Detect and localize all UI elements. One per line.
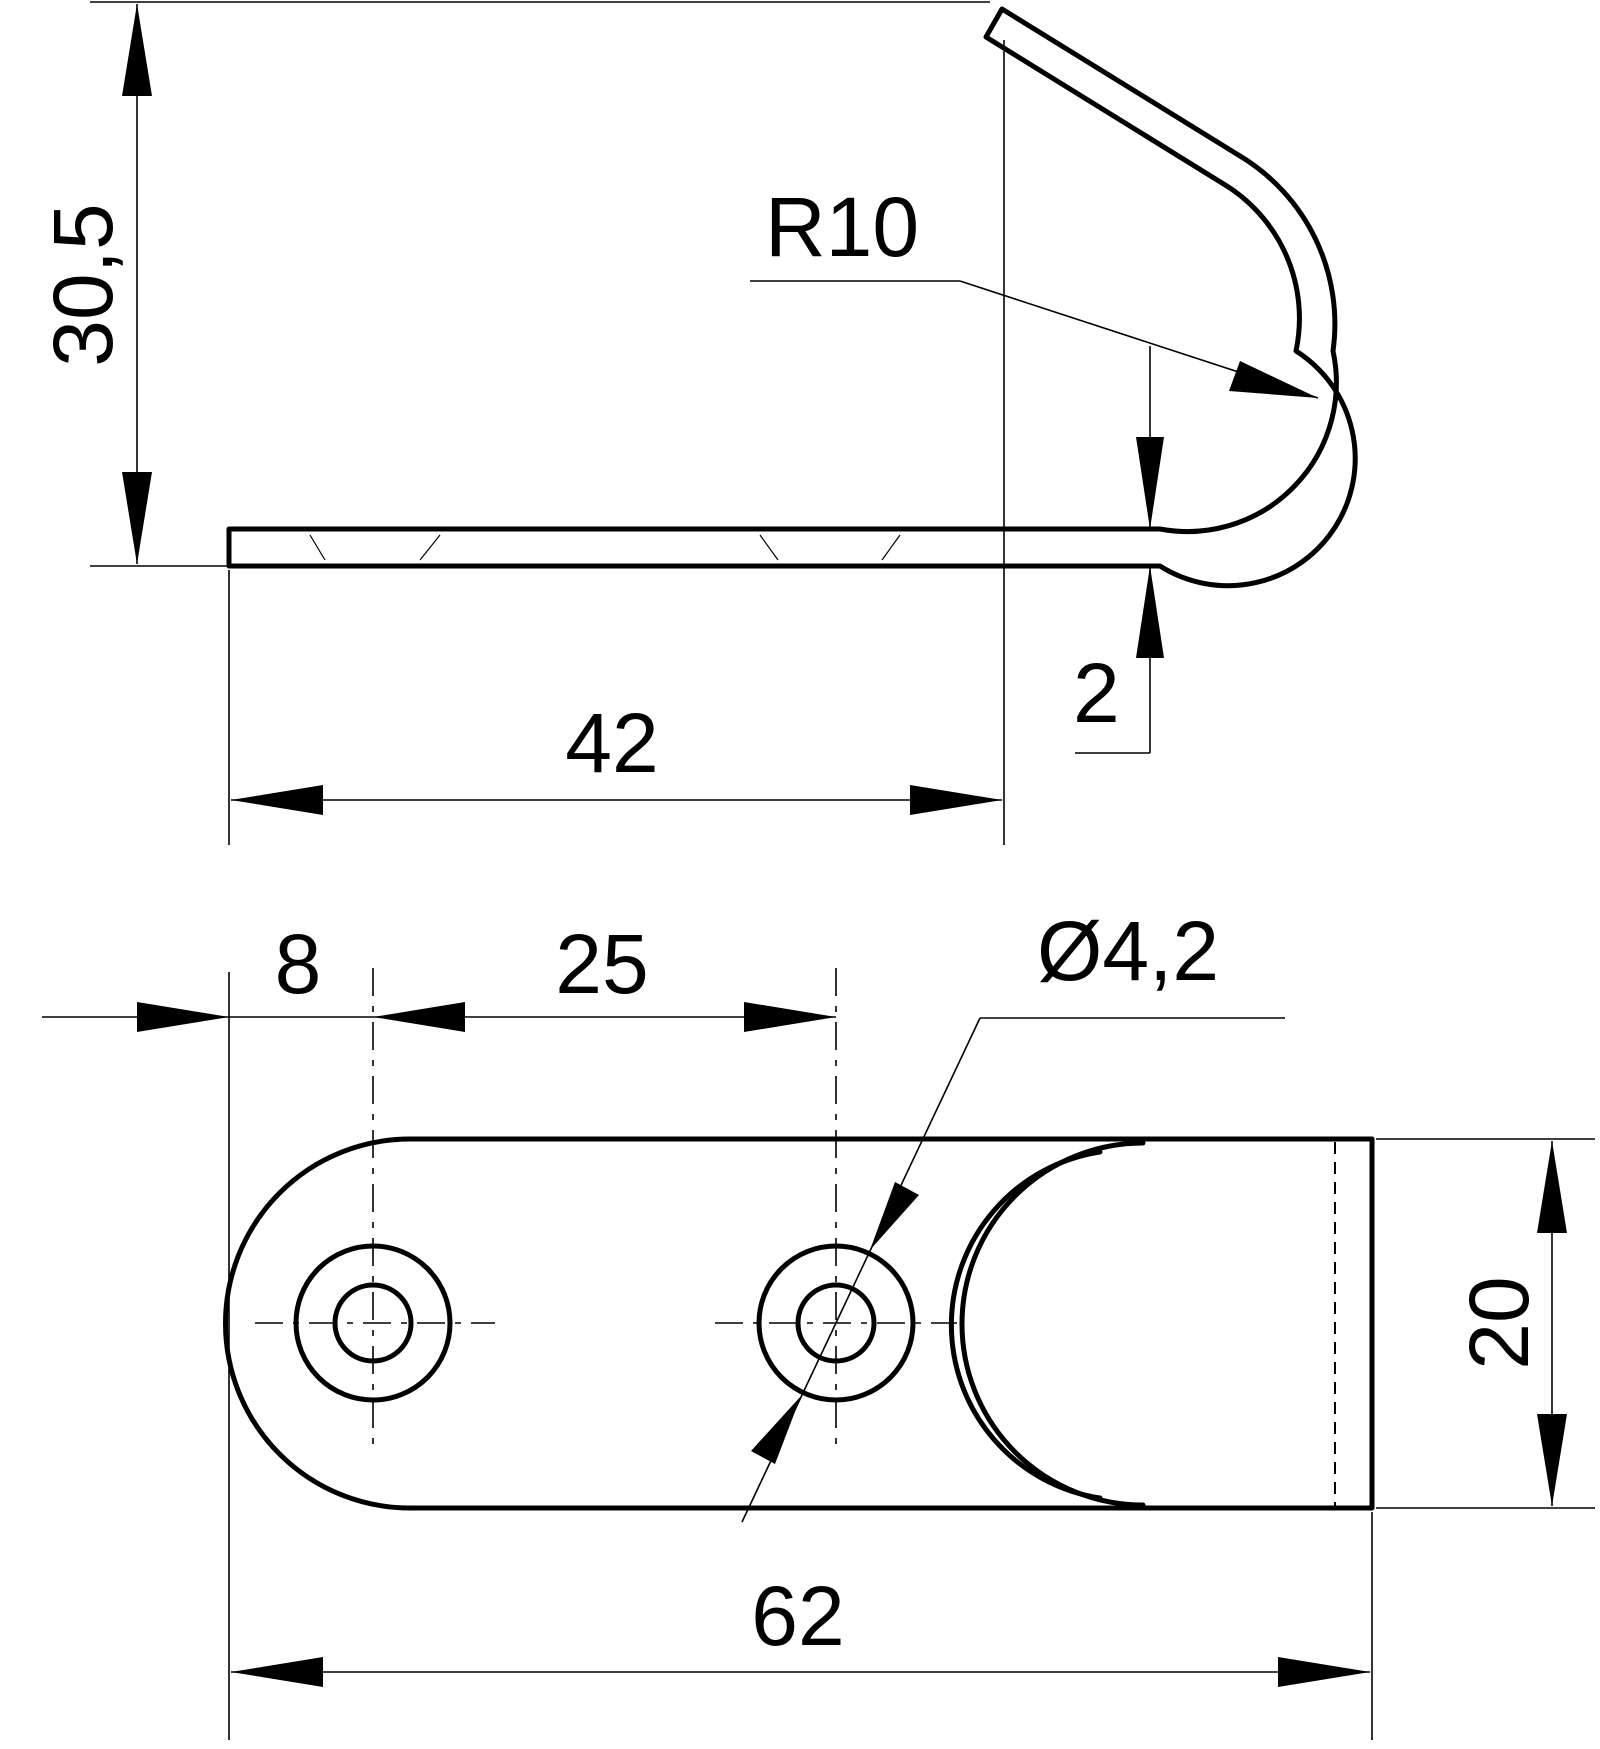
side-view: 30,5 R10 2 42 — [36, 1, 1358, 845]
top-view-outline — [223, 1136, 1375, 1511]
arrow-bend-length-right — [910, 785, 1002, 815]
arrow-overall-left — [231, 1657, 323, 1687]
dim-height-label: 30,5 — [36, 203, 130, 367]
dim-radius-label: R10 — [765, 180, 919, 274]
dim-bend-length-label: 42 — [565, 696, 658, 790]
hole-2 — [715, 968, 957, 1445]
arrow-width-bottom — [1537, 1414, 1567, 1506]
arrow-offset-left — [137, 1002, 229, 1032]
arrow-radius — [1229, 361, 1318, 398]
dim-thickness-label: 2 — [1073, 646, 1120, 740]
hole-1 — [255, 968, 495, 1445]
arrow-height-top — [122, 4, 152, 96]
strip-hatch — [309, 534, 901, 561]
dim-hole-spacing-label: 25 — [555, 917, 648, 1011]
arrow-diameter-lower — [751, 1396, 801, 1464]
arrow-thickness-top — [1136, 437, 1164, 529]
dim-width-label: 20 — [1452, 1276, 1546, 1369]
arrow-width-top — [1537, 1141, 1567, 1233]
arrow-bend-length-left — [231, 785, 323, 815]
arrow-spacing-right — [744, 1002, 836, 1032]
arrow-diameter-upper — [870, 1182, 919, 1250]
side-view-outline — [226, 6, 1358, 589]
dim-overall-length-label: 62 — [751, 1569, 844, 1663]
arrow-thickness-bottom — [1136, 566, 1164, 658]
bend-crescent-outer — [959, 1140, 1146, 1508]
bend-crescent-inner — [948, 1149, 1103, 1501]
arrow-overall-right — [1278, 1657, 1370, 1687]
arrow-offset-right — [373, 1002, 465, 1032]
top-view: 8 25 Ø4,2 20 62 — [42, 904, 1595, 1740]
dim-hole-diameter-label: Ø4,2 — [1037, 904, 1219, 998]
dim-hole1-offset-label: 8 — [275, 917, 322, 1011]
arrow-height-bottom — [122, 472, 152, 564]
